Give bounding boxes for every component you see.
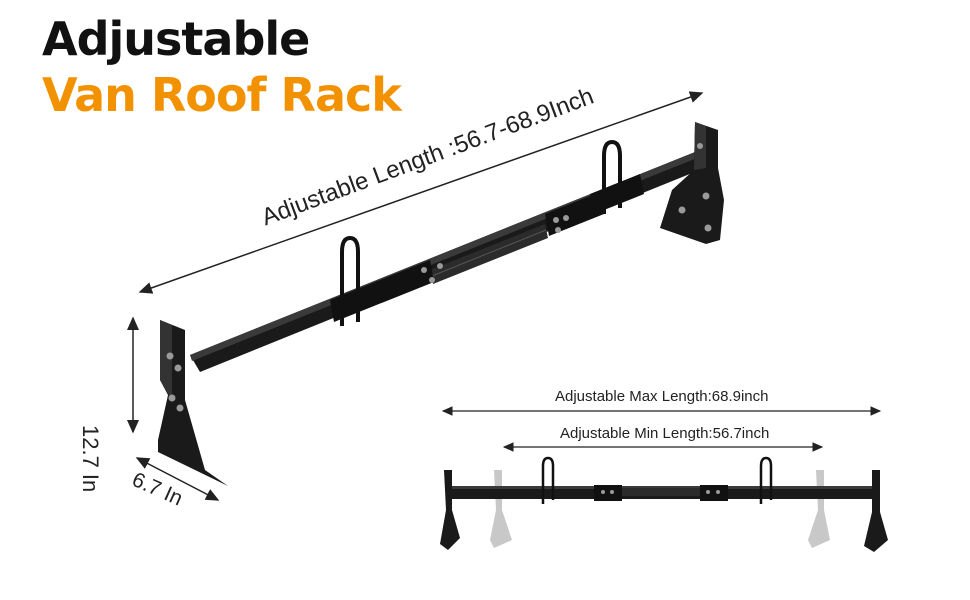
title-line-adjustable: Adjustable [42, 12, 310, 66]
depth-dimension-arrow [135, 457, 220, 501]
min-length-label: Adjustable Min Length:56.7inch [556, 425, 774, 442]
height-label: 12.7 In [78, 425, 103, 493]
max-length-label: Adjustable Max Length:68.9inch [551, 388, 773, 405]
compact-rack-image [440, 456, 888, 552]
length-dimension-arrow [138, 91, 704, 294]
main-rack [158, 122, 724, 486]
